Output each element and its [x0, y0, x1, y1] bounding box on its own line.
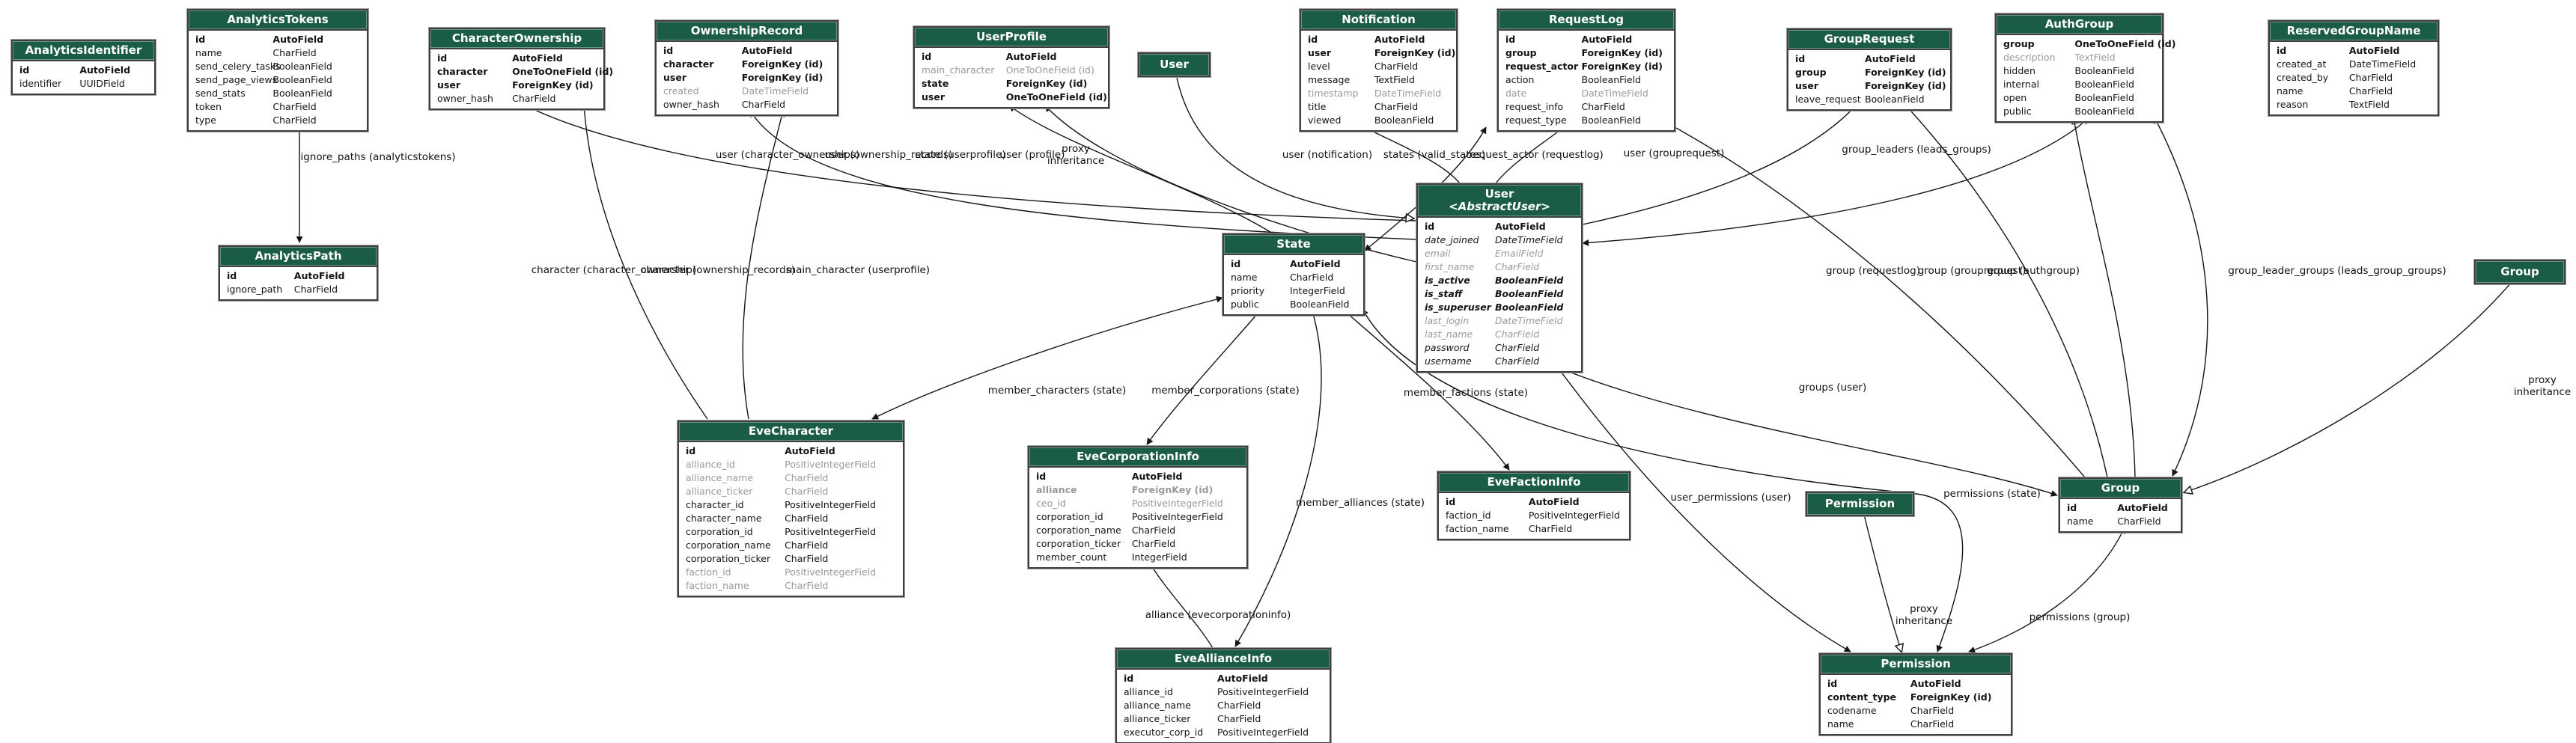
relationship-edge-group-grouprequest [1904, 104, 2108, 478]
relationship-edge-member_factions-state [1342, 308, 1510, 471]
relationship-edge-proxy-inheritance-user [1176, 77, 1413, 218]
relationship-edge-permissions-state [1362, 308, 1964, 652]
relationship-edge-group-authgroup [2071, 117, 2136, 478]
relationship-edge-group_leaders-leads_groups [1582, 117, 2089, 246]
relationship-edge-group-requestlog [1669, 123, 2086, 478]
relationship-edge-user-grouprequest [1582, 104, 1857, 225]
relationship-edge-groups-user [1543, 361, 2058, 497]
relationship-edge-user-notification [1357, 123, 1461, 184]
relationship-edge-permissions-group [1968, 527, 2125, 653]
relationship-edge-member_corporations-state [1146, 308, 1262, 445]
relationship-edge-user-character_ownerships [523, 104, 1417, 221]
relationship-edge-request_actor-requestlog [1495, 123, 1568, 184]
relationship-edge-proxy-inheritance-permission [1863, 514, 1901, 652]
relationship-edge-member_alliances-state [1234, 308, 1322, 647]
relationship-edge-states-valid_states [1364, 126, 1487, 251]
relationship-edge-user-profile [1044, 105, 1417, 263]
relationship-edge-state-userprofile [1008, 105, 1273, 234]
relationship-edge-character-ownership_records [742, 110, 785, 420]
relationship-edge-alliance-evecorporationinfo [1148, 560, 1214, 649]
relationship-edge-character-character_ownership [581, 104, 708, 420]
relationship-edge-group_leader_groups-leads_group_groups [2154, 117, 2208, 477]
relationship-edge-user_permissions-user [1553, 361, 1851, 652]
relationship-edge-proxy-inheritance-group [2184, 281, 2512, 492]
relationship-edge-member_characters-state [871, 296, 1223, 420]
relationship-edge-user-ownership_records [749, 110, 1417, 240]
